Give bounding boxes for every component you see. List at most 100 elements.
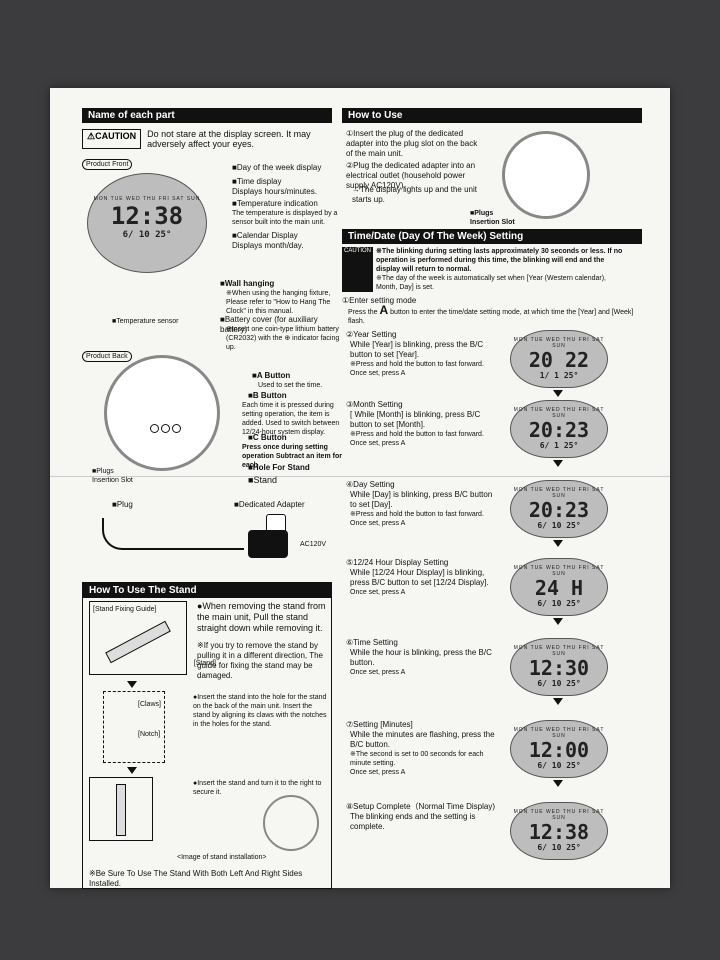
label-b-button-sub: Each time it is pressed during setting o… bbox=[242, 402, 340, 436]
step-note: ※Press and hold the button to fast forwa… bbox=[350, 511, 484, 518]
label-temp: ■Temperature indication bbox=[232, 199, 318, 208]
step-body: While [Day] is blinking, press B/C butto… bbox=[350, 490, 493, 509]
step-once: Once set, press A bbox=[350, 370, 406, 377]
step-body: While [Year] is blinking, press the B/C … bbox=[350, 340, 484, 359]
label-b-button: ■B Button bbox=[248, 391, 287, 400]
setting-step: ③Month Setting[ While [Month] is blinkin… bbox=[342, 396, 642, 467]
down-arrow-icon bbox=[553, 698, 563, 705]
setting-step: ⑦Setting [Minutes]While the minutes are … bbox=[342, 716, 642, 787]
step-once: Once set, press A bbox=[350, 769, 406, 776]
adapter-diagram: ■Plug ■Dedicated Adapter AC120V bbox=[82, 500, 332, 580]
label-a-button-sub: Used to set the time. bbox=[258, 382, 323, 389]
step-lcd-sub: 6/ 10 25° bbox=[537, 521, 581, 530]
product-front-label: Product Front bbox=[82, 159, 133, 170]
step-body: The blinking ends and the setting is com… bbox=[350, 812, 476, 831]
label-wall-hanging: ■Wall hanging bbox=[220, 279, 275, 288]
stand-text-4: ●Insert the stand and turn it to the rig… bbox=[193, 780, 322, 796]
caution-note-1: ※The blinking during setting lasts appro… bbox=[376, 248, 623, 273]
setting-step: ⑧Setup Complete（Normal Time Display)The … bbox=[342, 798, 642, 868]
label-wall-hanging-sub: ※When using the hanging fixture, Please … bbox=[226, 290, 331, 315]
step-lcd-sub: 1/ 1 25° bbox=[539, 371, 579, 380]
step-title: ⑧Setup Complete（Normal Time Display) bbox=[346, 802, 495, 811]
back-diagram: ■Wall hanging ※When using the hanging fi… bbox=[82, 275, 342, 500]
label-a-button: ■A Button bbox=[252, 371, 291, 380]
front-clock-dow: MON TUE WED THU FRI SAT SUN bbox=[93, 196, 201, 202]
step-lcd-sub: 6/ 10 25° bbox=[537, 679, 581, 688]
a-button-icon bbox=[150, 424, 159, 433]
label-temp-sub: The temperature is displayed by a sensor… bbox=[232, 210, 338, 226]
step-title: ⑤12/24 Hour Display Setting bbox=[346, 558, 449, 567]
label-c-button-sub: Press once during setting operation Subt… bbox=[242, 444, 342, 469]
step-lcd-main: 20 22 bbox=[528, 348, 590, 372]
step-once: Once set, press A bbox=[350, 440, 406, 447]
warning-icon: ⚠ bbox=[87, 131, 96, 141]
step-lcd-main: 20:23 bbox=[528, 418, 590, 442]
label-notch: [Notch] bbox=[138, 731, 161, 738]
label-stand: ■Stand bbox=[248, 475, 277, 485]
back-clock-small bbox=[502, 131, 590, 219]
step-once: Once set, press A bbox=[350, 520, 406, 527]
step-title: ⑦Setting [Minutes] bbox=[346, 720, 413, 729]
step-title: ④Day Setting bbox=[346, 480, 395, 489]
label-ac: AC120V bbox=[300, 541, 327, 548]
how-step-3: →The display lights up and the unit star… bbox=[352, 185, 477, 204]
step-title: ③Month Setting bbox=[346, 400, 403, 409]
stand-footer-note: ※Be Sure To Use The Stand With Both Left… bbox=[89, 869, 303, 888]
label-c-button: ■C Button bbox=[248, 433, 287, 442]
label-battery-sub: ※Insert one coin-type lithium battery (C… bbox=[226, 326, 340, 351]
caution-note-2: ※The day of the week is automatically se… bbox=[376, 275, 606, 291]
step-lcd-sub: 6/ 10 25° bbox=[537, 843, 581, 852]
down-arrow-icon bbox=[127, 681, 137, 688]
section-title-stand: How To Use The Stand bbox=[83, 583, 331, 598]
caution-badge: ⚠CAUTION bbox=[82, 129, 142, 149]
down-arrow-icon bbox=[553, 540, 563, 547]
cable-icon bbox=[102, 518, 244, 550]
b-button-icon bbox=[161, 424, 170, 433]
label-stand-bracket: [Stand] bbox=[193, 660, 216, 667]
label-stand-fixing-guide: [Stand Fixing Guide] bbox=[93, 606, 157, 613]
stand-image-caption: <Image of stand installation> bbox=[177, 854, 267, 861]
step-lcd-dow: MON TUE WED THU FRI SAT SUN bbox=[513, 645, 605, 657]
step-lcd-main: 12:38 bbox=[528, 820, 590, 844]
instruction-sheet: Name of each part ⚠CAUTION Do not stare … bbox=[50, 88, 670, 889]
front-clock-time: 12:38 bbox=[110, 202, 184, 230]
step-once: Once set, press A bbox=[350, 669, 406, 676]
product-back-label: Product Back bbox=[82, 351, 132, 362]
stand-guide-diagram: [Stand Fixing Guide] [Stand] bbox=[89, 601, 216, 675]
step-lcd-main: 20:23 bbox=[528, 498, 590, 522]
step-lcd-sub: 6/ 10 25° bbox=[537, 599, 581, 608]
stand-text-1: ●When removing the stand from the main u… bbox=[197, 601, 326, 633]
stand-text-3: ●Insert the stand into the hole for the … bbox=[193, 694, 327, 728]
step-body: [ While [Month] is blinking, press B/C b… bbox=[350, 410, 481, 429]
step-lcd-main: 24 H bbox=[534, 576, 584, 600]
step-lcd-dow: MON TUE WED THU FRI SAT SUN bbox=[513, 487, 605, 499]
step-note: ※The second is set to 00 seconds for eac… bbox=[350, 751, 484, 767]
step-lcd-main: 12:00 bbox=[528, 738, 590, 762]
right-column: How to Use ①Insert the plug of the dedic… bbox=[342, 108, 642, 860]
turn-diagram bbox=[89, 777, 153, 841]
step-lcd-dow: MON TUE WED THU FRI SAT SUN bbox=[513, 407, 605, 419]
step-lcd-dow: MON TUE WED THU FRI SAT SUN bbox=[513, 809, 605, 821]
installed-stand-icon bbox=[263, 795, 319, 851]
step-lcd-dow: MON TUE WED THU FRI SAT SUN bbox=[513, 565, 605, 577]
down-arrow-icon bbox=[553, 780, 563, 787]
stand-icon bbox=[105, 620, 171, 664]
stand-text-2: ※If you try to remove the stand by pulli… bbox=[197, 641, 324, 680]
stand-rod-icon bbox=[116, 784, 126, 836]
step-note: ※Press and hold the button to fast forwa… bbox=[350, 431, 484, 438]
section-title-name-of-parts: Name of each part bbox=[82, 108, 332, 123]
label-plugs-slot-right: ■Plugs Insertion Slot bbox=[470, 210, 515, 226]
left-column: Name of each part ⚠CAUTION Do not stare … bbox=[82, 108, 342, 889]
label-battery: ■Battery cover (for auxiliary battery) bbox=[220, 315, 318, 334]
down-arrow-icon-2 bbox=[127, 767, 137, 774]
label-dow: ■Day of the week display bbox=[232, 163, 322, 172]
